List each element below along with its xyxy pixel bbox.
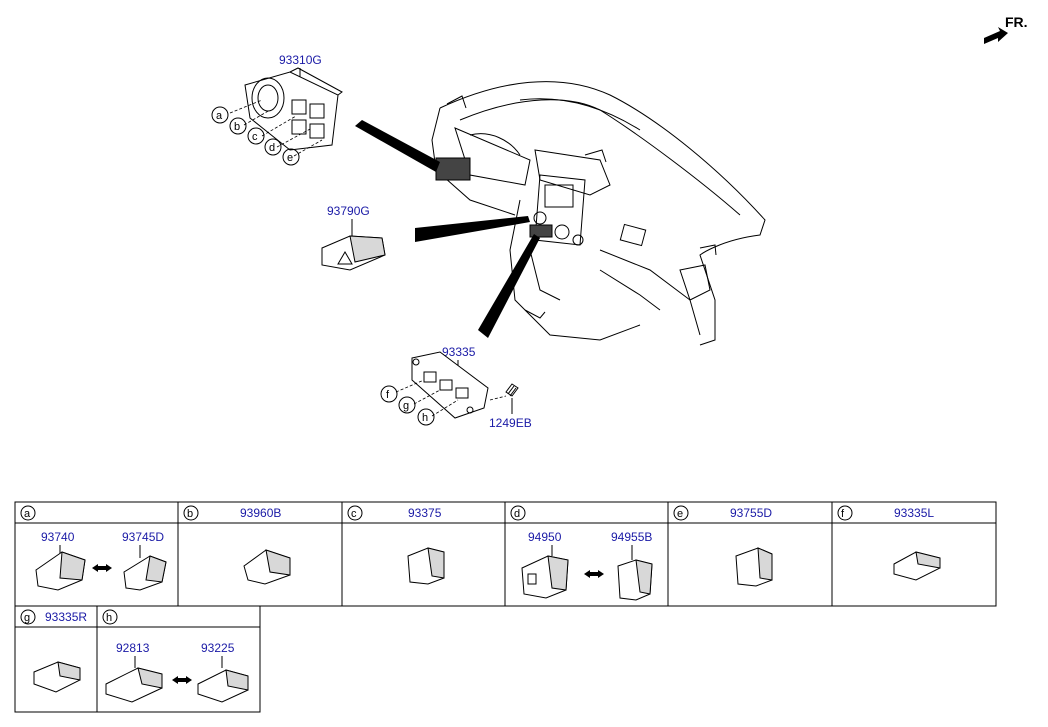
svg-text:d: d (269, 142, 275, 154)
front-direction-indicator: FR. (984, 14, 1028, 44)
part-number: 93960B (240, 506, 281, 520)
letter-circle-f: f (380, 385, 398, 403)
table-cell-f: f 93335L (837, 505, 941, 581)
parts-table: a 93740 93745D b 93960B c 93375 (14, 501, 997, 713)
screw-part-number: 1249EB (489, 416, 532, 430)
table-cell-a: a 93740 93745D (20, 505, 167, 591)
hazard-part-number: 93790G (327, 204, 370, 218)
dashboard-illustration (431, 81, 766, 346)
dash-bezel-location (435, 157, 471, 181)
bezel-part-number: 93310G (279, 53, 322, 67)
svg-text:b: b (234, 121, 240, 133)
part-number: 94950 (528, 530, 562, 544)
letter-circle-e: e (282, 148, 300, 166)
letter-circle-a: a (211, 106, 229, 124)
letter-circle-d: d (264, 138, 282, 156)
part-number: 93740 (41, 530, 75, 544)
svg-text:b: b (187, 508, 193, 520)
part-number: 93745D (122, 530, 164, 544)
svg-text:d: d (514, 508, 520, 520)
svg-text:f: f (386, 389, 390, 401)
table-cell-b: b 93960B (183, 505, 291, 585)
table-cell-g: g 93335R (20, 609, 87, 693)
lower-panel-part-number: 93335 (442, 345, 476, 359)
bezel-assembly: 93310G a b c d e (211, 53, 343, 166)
double-arrow-icon (92, 564, 112, 572)
letter-circle-c: c (247, 127, 265, 145)
table-cell-d: d 94950 94955B (510, 505, 653, 601)
hazard-switch: 93790G (321, 204, 386, 271)
part-number: 93335R (45, 610, 87, 624)
leader-wedge-bezel (355, 120, 440, 172)
svg-text:f: f (841, 508, 845, 520)
svg-text:a: a (24, 508, 31, 520)
svg-text:h: h (106, 612, 112, 624)
letter-circle-b: b (229, 117, 247, 135)
part-number: 93225 (201, 641, 235, 655)
table-cell-h: h 92813 93225 (102, 609, 249, 703)
table-cell-e: e 93755D (673, 505, 773, 587)
letter-circle-h: h (417, 408, 435, 426)
direction-label: FR. (1005, 14, 1028, 30)
svg-text:h: h (422, 412, 428, 424)
letter-circle-g: g (398, 396, 416, 414)
svg-text:g: g (403, 400, 409, 412)
part-number: 93375 (408, 506, 442, 520)
svg-text:c: c (252, 131, 258, 143)
part-number: 93335L (894, 506, 934, 520)
double-arrow-icon (584, 570, 604, 578)
svg-text:a: a (216, 110, 223, 122)
table-cell-c: c 93375 (347, 505, 445, 585)
hazard-triangle-icon (337, 251, 353, 265)
part-number: 92813 (116, 641, 150, 655)
dash-lower-location (529, 224, 553, 238)
double-arrow-icon (172, 676, 192, 684)
screw-icon (505, 383, 519, 397)
front-arrow-icon (984, 27, 1008, 44)
svg-text:e: e (287, 152, 293, 164)
lower-switch-panel: 93335 f g h 1249EB (380, 345, 532, 430)
svg-text:c: c (351, 508, 357, 520)
leader-wedge-lower (478, 234, 540, 338)
part-number: 94955B (611, 530, 652, 544)
leader-wedge-hazard (415, 216, 530, 242)
part-number: 93755D (730, 506, 772, 520)
svg-text:g: g (24, 612, 30, 624)
svg-text:e: e (677, 508, 683, 520)
